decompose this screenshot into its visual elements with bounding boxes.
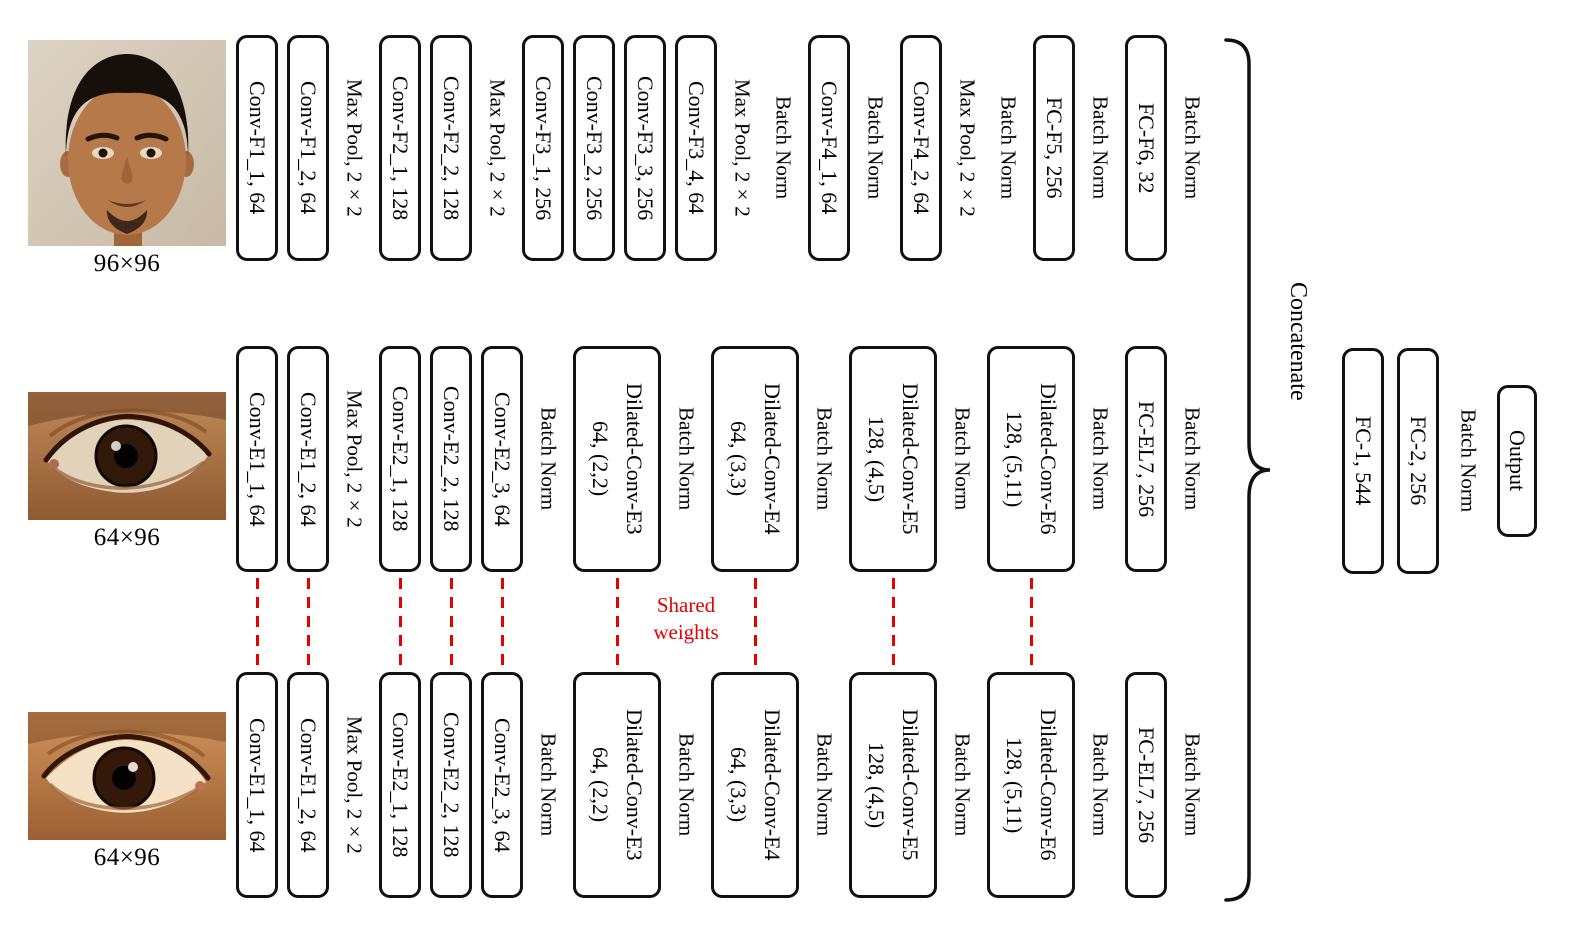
shared-weights-connector xyxy=(1029,578,1033,666)
layer-box: Dilated-Conv-E6 128, (5,11) xyxy=(987,672,1075,898)
layer-box: Conv-F3_3, 256 xyxy=(624,35,666,261)
layer-box: Dilated-Conv-E3 64, (2,2) xyxy=(573,672,661,898)
layer-box: Conv-F1_1, 64 xyxy=(236,35,278,261)
op-label: Max Pool, 2×2 xyxy=(730,79,755,217)
op-label: Batch Norm xyxy=(1180,96,1205,200)
layer-box: Conv-E1_1, 64 xyxy=(236,346,278,572)
shared-weights-connector xyxy=(615,578,619,666)
op-label: Batch Norm xyxy=(674,733,699,837)
op-label: Batch Norm xyxy=(950,407,975,511)
shared-weights-connector xyxy=(398,578,402,666)
op-label: Batch Norm xyxy=(674,407,699,511)
layer-box: Dilated-Conv-E3 64, (2,2) xyxy=(573,346,661,572)
concatenate-label: Concatenate xyxy=(1285,282,1311,401)
shared-weights-connector xyxy=(306,578,310,666)
shared-weights-connector xyxy=(255,578,259,666)
layer-box: Conv-E2_1, 128 xyxy=(379,346,421,572)
op-label: Batch Norm xyxy=(1088,407,1113,511)
layer-box: Conv-F3_2, 256 xyxy=(573,35,615,261)
layer-box: Conv-E2_2, 128 xyxy=(430,346,472,572)
eye-top-photo xyxy=(28,392,226,520)
output-head-row: FC-1, 544 FC-2, 256 Batch Norm Output xyxy=(1342,348,1537,574)
layer-box: FC-F6, 32 xyxy=(1125,35,1167,261)
layer-box: Conv-E2_2, 128 xyxy=(430,672,472,898)
op-label: Max Pool, 2×2 xyxy=(342,716,367,854)
layer-box: FC-EL7, 256 xyxy=(1125,346,1167,572)
layer-box: Conv-F3_1, 256 xyxy=(522,35,564,261)
op-label: Max Pool, 2×2 xyxy=(342,79,367,217)
op-label: Batch Norm xyxy=(996,96,1021,200)
op-label: Max Pool, 2×2 xyxy=(955,79,980,217)
layer-box: Output xyxy=(1497,385,1537,537)
layer-box: Conv-F2_2, 128 xyxy=(430,35,472,261)
shared-weights-connector xyxy=(449,578,453,666)
layer-box: Dilated-Conv-E4 64, (3,3) xyxy=(711,672,799,898)
shared-weights-connector xyxy=(500,578,504,666)
eye-top-size-label: 64×96 xyxy=(93,524,161,551)
eye-bottom-photo xyxy=(28,712,226,840)
layer-box: Conv-F4_2, 64 xyxy=(900,35,942,261)
layer-box: FC-EL7, 256 xyxy=(1125,672,1167,898)
layer-box: Conv-E2_1, 128 xyxy=(379,672,421,898)
concatenate-brace xyxy=(1224,38,1271,902)
eye-bottom-input: 64×96 xyxy=(28,712,226,872)
op-label: Batch Norm xyxy=(536,733,561,837)
eye-bottom-size-label: 64×96 xyxy=(93,844,161,871)
op-label: Batch Norm xyxy=(1456,409,1481,513)
op-label: Batch Norm xyxy=(863,96,888,200)
layer-box: FC-F5, 256 xyxy=(1033,35,1075,261)
shared-weights-label: Shared weights xyxy=(653,593,719,645)
face-photo xyxy=(28,40,226,246)
layer-box: Conv-E1_1, 64 xyxy=(236,672,278,898)
op-label: Batch Norm xyxy=(1180,407,1205,511)
face-input: 96×96 xyxy=(28,40,226,278)
op-label: Batch Norm xyxy=(536,407,561,511)
op-label: Batch Norm xyxy=(771,96,796,200)
layer-box: Conv-F4_1, 64 xyxy=(808,35,850,261)
layer-box: Conv-F2_1, 128 xyxy=(379,35,421,261)
op-label: Max Pool, 2×2 xyxy=(342,390,367,528)
layer-box: Conv-F3_4, 64 xyxy=(675,35,717,261)
layer-box: Conv-E1_2, 64 xyxy=(287,672,329,898)
layer-box: Dilated-Conv-E6 128, (5,11) xyxy=(987,346,1075,572)
layer-box: Dilated-Conv-E5 128, (4,5) xyxy=(849,346,937,572)
layer-box: FC-1, 544 xyxy=(1342,348,1384,574)
layer-box: Conv-E1_2, 64 xyxy=(287,346,329,572)
op-label: Max Pool, 2×2 xyxy=(485,79,510,217)
layer-box: Dilated-Conv-E4 64, (3,3) xyxy=(711,346,799,572)
layer-box: Conv-F1_2, 64 xyxy=(287,35,329,261)
op-label: Batch Norm xyxy=(812,407,837,511)
layer-box: Conv-E2_3, 64 xyxy=(481,346,523,572)
op-label: Batch Norm xyxy=(1180,733,1205,837)
op-label: Batch Norm xyxy=(950,733,975,837)
eye-top-input: 64×96 xyxy=(28,392,226,552)
op-label: Batch Norm xyxy=(1088,96,1113,200)
op-label: Batch Norm xyxy=(1088,733,1113,837)
layer-box: FC-2, 256 xyxy=(1397,348,1439,574)
layer-box: Conv-E2_3, 64 xyxy=(481,672,523,898)
layer-box: Dilated-Conv-E5 128, (4,5) xyxy=(849,672,937,898)
op-label: Batch Norm xyxy=(812,733,837,837)
shared-weights-connector xyxy=(891,578,895,666)
face-size-label: 96×96 xyxy=(93,250,161,277)
shared-weights-connector xyxy=(753,578,757,666)
